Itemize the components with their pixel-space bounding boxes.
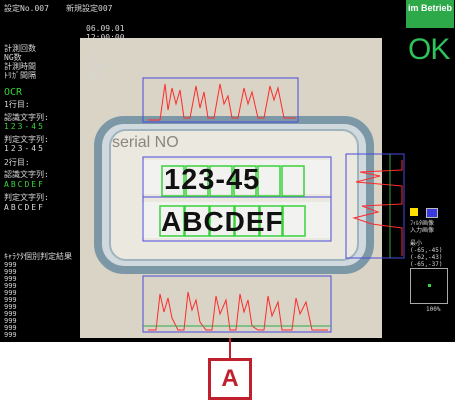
image-legend-text: ﾌｨﾙﾀ画像 入力画像 [410,220,435,234]
recognized-string-value: 123-45 [4,122,45,131]
per-char-value: 999 [4,275,17,283]
input-image-swatch [426,208,438,218]
right-profile-curve [352,160,403,256]
stat-label: ﾄﾘｶﾞ間隔 [4,71,36,80]
per-char-value: 999 [4,331,17,339]
char-box [257,165,281,197]
position-marker [428,284,431,287]
top-profile-box [142,77,299,123]
stat-label: NG数 [4,53,22,62]
running-status-badge: im Betrieb [406,0,454,28]
callout-label-a: A [208,358,252,400]
judge-string-value: ABCDEF [4,203,45,212]
date-readout: 06.09.01 [86,24,125,33]
result-ok-indicator: OK [408,33,450,66]
bottom-profile-box [142,275,332,333]
position-preview-box [410,268,448,304]
ocr-line-2-text: ABCDEF [161,206,284,237]
per-char-result-header: ｷｬﾗｸﾀ個別判定結果 [4,252,72,261]
per-char-value: 999 [4,296,17,304]
per-char-value: 999 [4,303,17,311]
ocr-line-1-text: 123-45 [164,164,261,196]
stat-label: 計測回数 [4,44,36,53]
char-box [209,205,235,237]
setting-name: 新規設定007 [66,4,113,13]
stat-label: 計測時間 [4,62,36,71]
char-box [233,165,257,197]
zoom-counter: 100% [426,306,441,313]
judge-string-label: 判定文字列: [4,193,49,202]
stat-value: 0ms [88,71,103,80]
inspection-monitor-screen: serial NO 123-45 ABCDEF 設定No.007 新規設定007… [0,0,455,342]
stat-value: 3 [92,44,97,53]
stat-value: 0 [92,53,97,62]
per-char-value: 999 [4,324,17,332]
ocr-mode-label: OCR [4,87,23,98]
char-box [209,165,233,197]
setting-number: 設定No.007 [4,4,49,13]
char-box [234,205,260,237]
time-readout: 12:00:00 [86,33,125,42]
per-char-value: 999 [4,317,17,325]
char-box [161,165,185,197]
image-overlay [94,77,405,333]
per-char-value: 999 [4,289,17,297]
per-char-value: 999 [4,268,17,276]
filter-image-swatch [410,208,418,216]
per-char-value: 999 [4,282,17,290]
judge-string-label: 判定文字列: [4,135,49,144]
char-box [281,165,305,197]
char-box [259,205,283,237]
recognized-string-label: 認識文字列: [4,170,49,179]
char-box [184,205,210,237]
line1-header: 1行目: [4,100,30,109]
recognized-string-value: ABCDEF [4,180,45,189]
per-char-value: 999 [4,261,17,269]
text-line-2-stripe [142,202,330,238]
stat-value: 11ms [88,62,108,71]
position-readout: 最小 (-65,-45) (-62,-43) (-65,-37) [410,240,443,268]
recognized-string-label: 認識文字列: [4,113,49,122]
serial-no-print: serial NO [112,134,179,151]
callout-leader-line [229,338,231,358]
right-profile-box [345,153,405,259]
judge-string-value: 123-45 [4,144,45,153]
line2-header: 2行目: [4,158,30,167]
ocr-region-box [142,156,332,242]
char-box [159,205,185,237]
char-box [185,165,209,197]
char-box [282,205,306,237]
bottom-profile-curve [148,291,328,331]
top-profile-curve [148,83,296,121]
per-char-value: 999 [4,310,17,318]
